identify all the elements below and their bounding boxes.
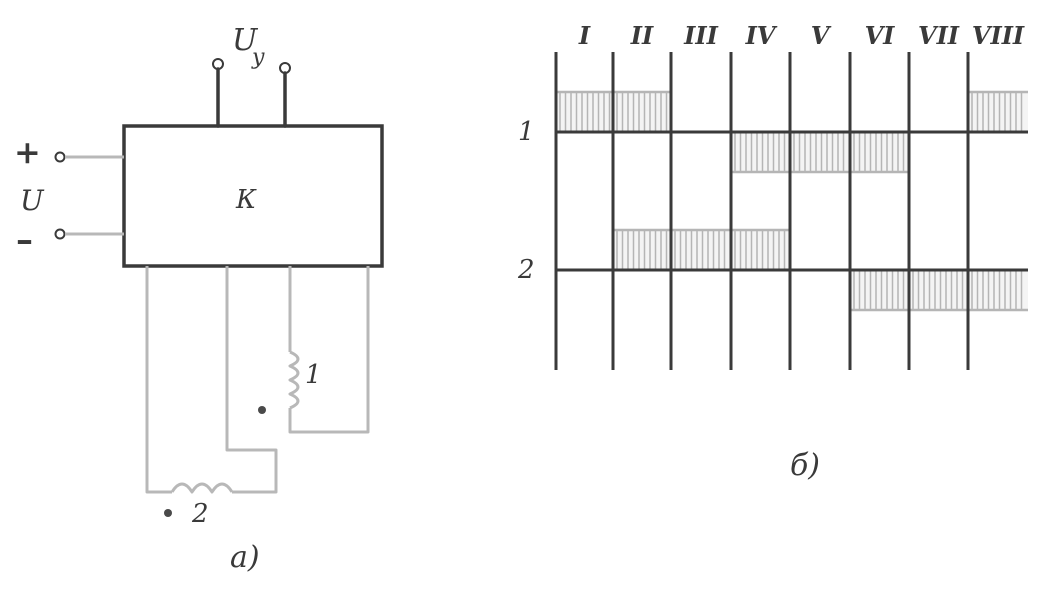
winding-2-polarity-dot [164,509,172,517]
supply-terminal-minus [54,228,66,240]
column-label-5: V [811,21,832,50]
schematic-a: U у К + U – 2 [14,23,384,575]
supply-input: + U – [14,133,124,260]
column-label-4: IV [745,21,778,50]
pulse-layer [556,90,1028,312]
winding-1-coil [288,350,300,410]
sequence-grid [554,52,1028,370]
supply-terminal-plus [54,151,66,163]
control-voltage-subscript: у [251,45,265,70]
winding-1-label: 1 [305,360,322,390]
controller-block [122,124,384,268]
controller-block-label: К [235,185,257,215]
column-label-3: III [683,21,718,50]
winding-1-polarity-dot [258,406,266,414]
winding-1-circuit: 1 [258,266,370,434]
caption-a: а) [230,540,260,575]
pulse-row-2-4 [613,228,790,270]
pulse-row-1-1 [556,90,671,132]
winding-2-circuit: 2 [145,266,278,529]
pulse-row-1-2 [731,132,909,174]
row-label-1: 1 [518,117,535,147]
pulse-cell-row-1-col-2 [613,92,671,132]
winding-2-wire-right [225,266,278,494]
supply-plus-sign: + [14,133,41,171]
pulse-row-2-5 [850,270,1028,312]
column-label-2: II [630,21,654,50]
winding-2-wire-left [145,266,172,494]
pulse-row-1-3 [968,90,1028,132]
row-label-2: 2 [517,255,535,285]
winding-1-wire-bottom [288,266,370,434]
control-voltage-label: U [232,23,259,58]
supply-voltage-label: U [20,184,45,217]
control-terminals [212,58,291,128]
winding-2-label: 2 [191,499,209,529]
column-label-6: VI [865,21,896,50]
caption-b: б) [790,448,820,483]
supply-minus-sign: – [16,220,33,260]
column-label-8: VIII [972,21,1025,50]
column-label-7: VII [918,21,960,50]
winding-2-coil [170,482,234,494]
column-label-1: I [578,21,591,50]
pulse-cell-row-2-col-2 [613,230,671,270]
